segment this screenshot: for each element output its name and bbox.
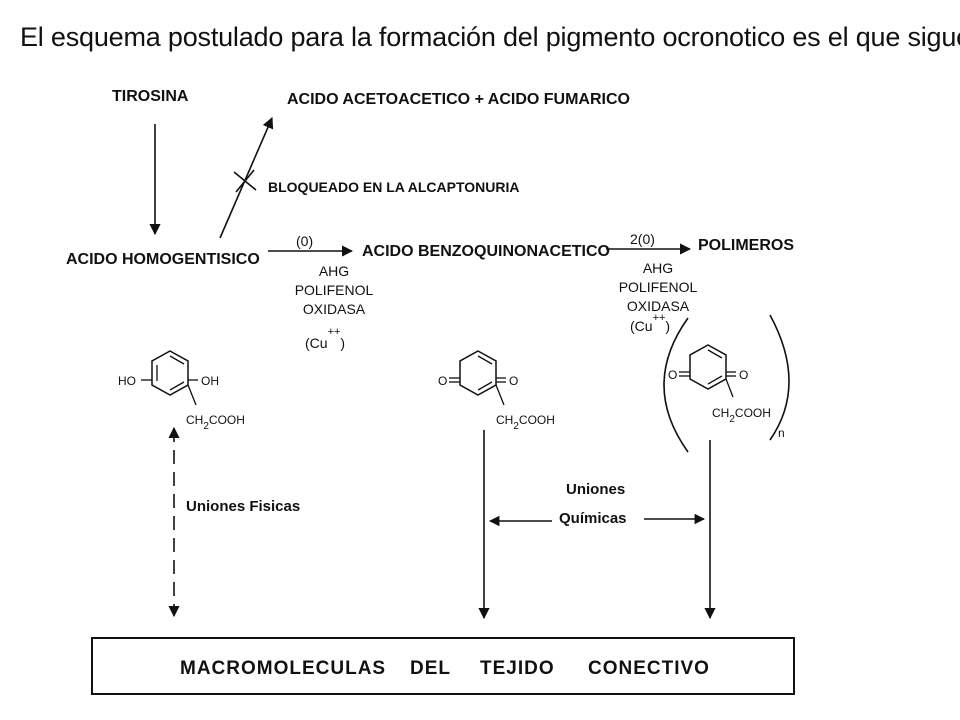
label-uniones-fisicas: Uniones Fisicas (186, 498, 300, 515)
label-acetoacetico-fumarico: ACIDO ACETOACETICO + ACIDO FUMARICO (287, 91, 630, 108)
box-word-2: DEL (410, 658, 451, 679)
svg-text:CH2COOH: CH2COOH (712, 406, 771, 425)
arrow-blocked-diagonal (219, 116, 274, 239)
label-homogentisico: ACIDO HOMOGENTISICO (66, 251, 260, 268)
svg-text:n: n (778, 426, 785, 440)
svg-text:O: O (739, 368, 748, 382)
step2-enzyme-line2: POLIFENOL (619, 279, 698, 295)
label-uniones-quimicas-line1: Uniones (566, 481, 625, 498)
label-benzoquinonacetico: ACIDO BENZOQUINONACETICO (362, 243, 610, 260)
svg-text:O: O (509, 374, 518, 388)
svg-text:CH2COOH: CH2COOH (496, 413, 555, 432)
step1-enzyme-line2: POLIFENOL (295, 282, 374, 298)
step2-enzyme-line1: AHG (643, 260, 673, 276)
box-word-3: TEJIDO (480, 658, 555, 679)
step1-enzyme-line1: AHG (319, 263, 349, 279)
step1-cofactor: (Cu++) (305, 326, 345, 351)
label-uniones-quimicas-line2: Químicas (559, 510, 627, 527)
step2-cofactor: (Cu++) (630, 312, 670, 334)
box-word-1: MACROMOLECULAS (180, 658, 386, 679)
svg-text:OH: OH (201, 374, 219, 388)
step2-reagent: 2(0) (630, 231, 655, 247)
svg-text:CH2COOH: CH2COOH (186, 413, 245, 432)
svg-text:O: O (438, 374, 447, 388)
svg-text:HO: HO (118, 374, 136, 388)
box-macromoleculas (91, 637, 795, 695)
label-polimeros: POLIMEROS (698, 237, 794, 254)
svg-text:O: O (668, 368, 677, 382)
label-tirosina: TIROSINA (112, 88, 189, 105)
structure-homogentisic: HO OH CH2COOH (118, 350, 245, 432)
structure-polymer: O O CH2COOH n (663, 314, 790, 453)
page-title: El esquema postulado para la formación d… (20, 22, 960, 52)
blocked-cross-mark (233, 169, 257, 193)
structure-benzoquinonacetic: O O CH2COOH (438, 350, 555, 432)
step2-enzyme-line3: OXIDASA (627, 298, 690, 314)
step1-enzyme-line3: OXIDASA (303, 301, 366, 317)
label-bloqueado: BLOQUEADO EN LA ALCAPTONURIA (268, 179, 519, 195)
step1-reagent: (0) (296, 233, 313, 249)
box-word-4: CONECTIVO (588, 658, 710, 679)
